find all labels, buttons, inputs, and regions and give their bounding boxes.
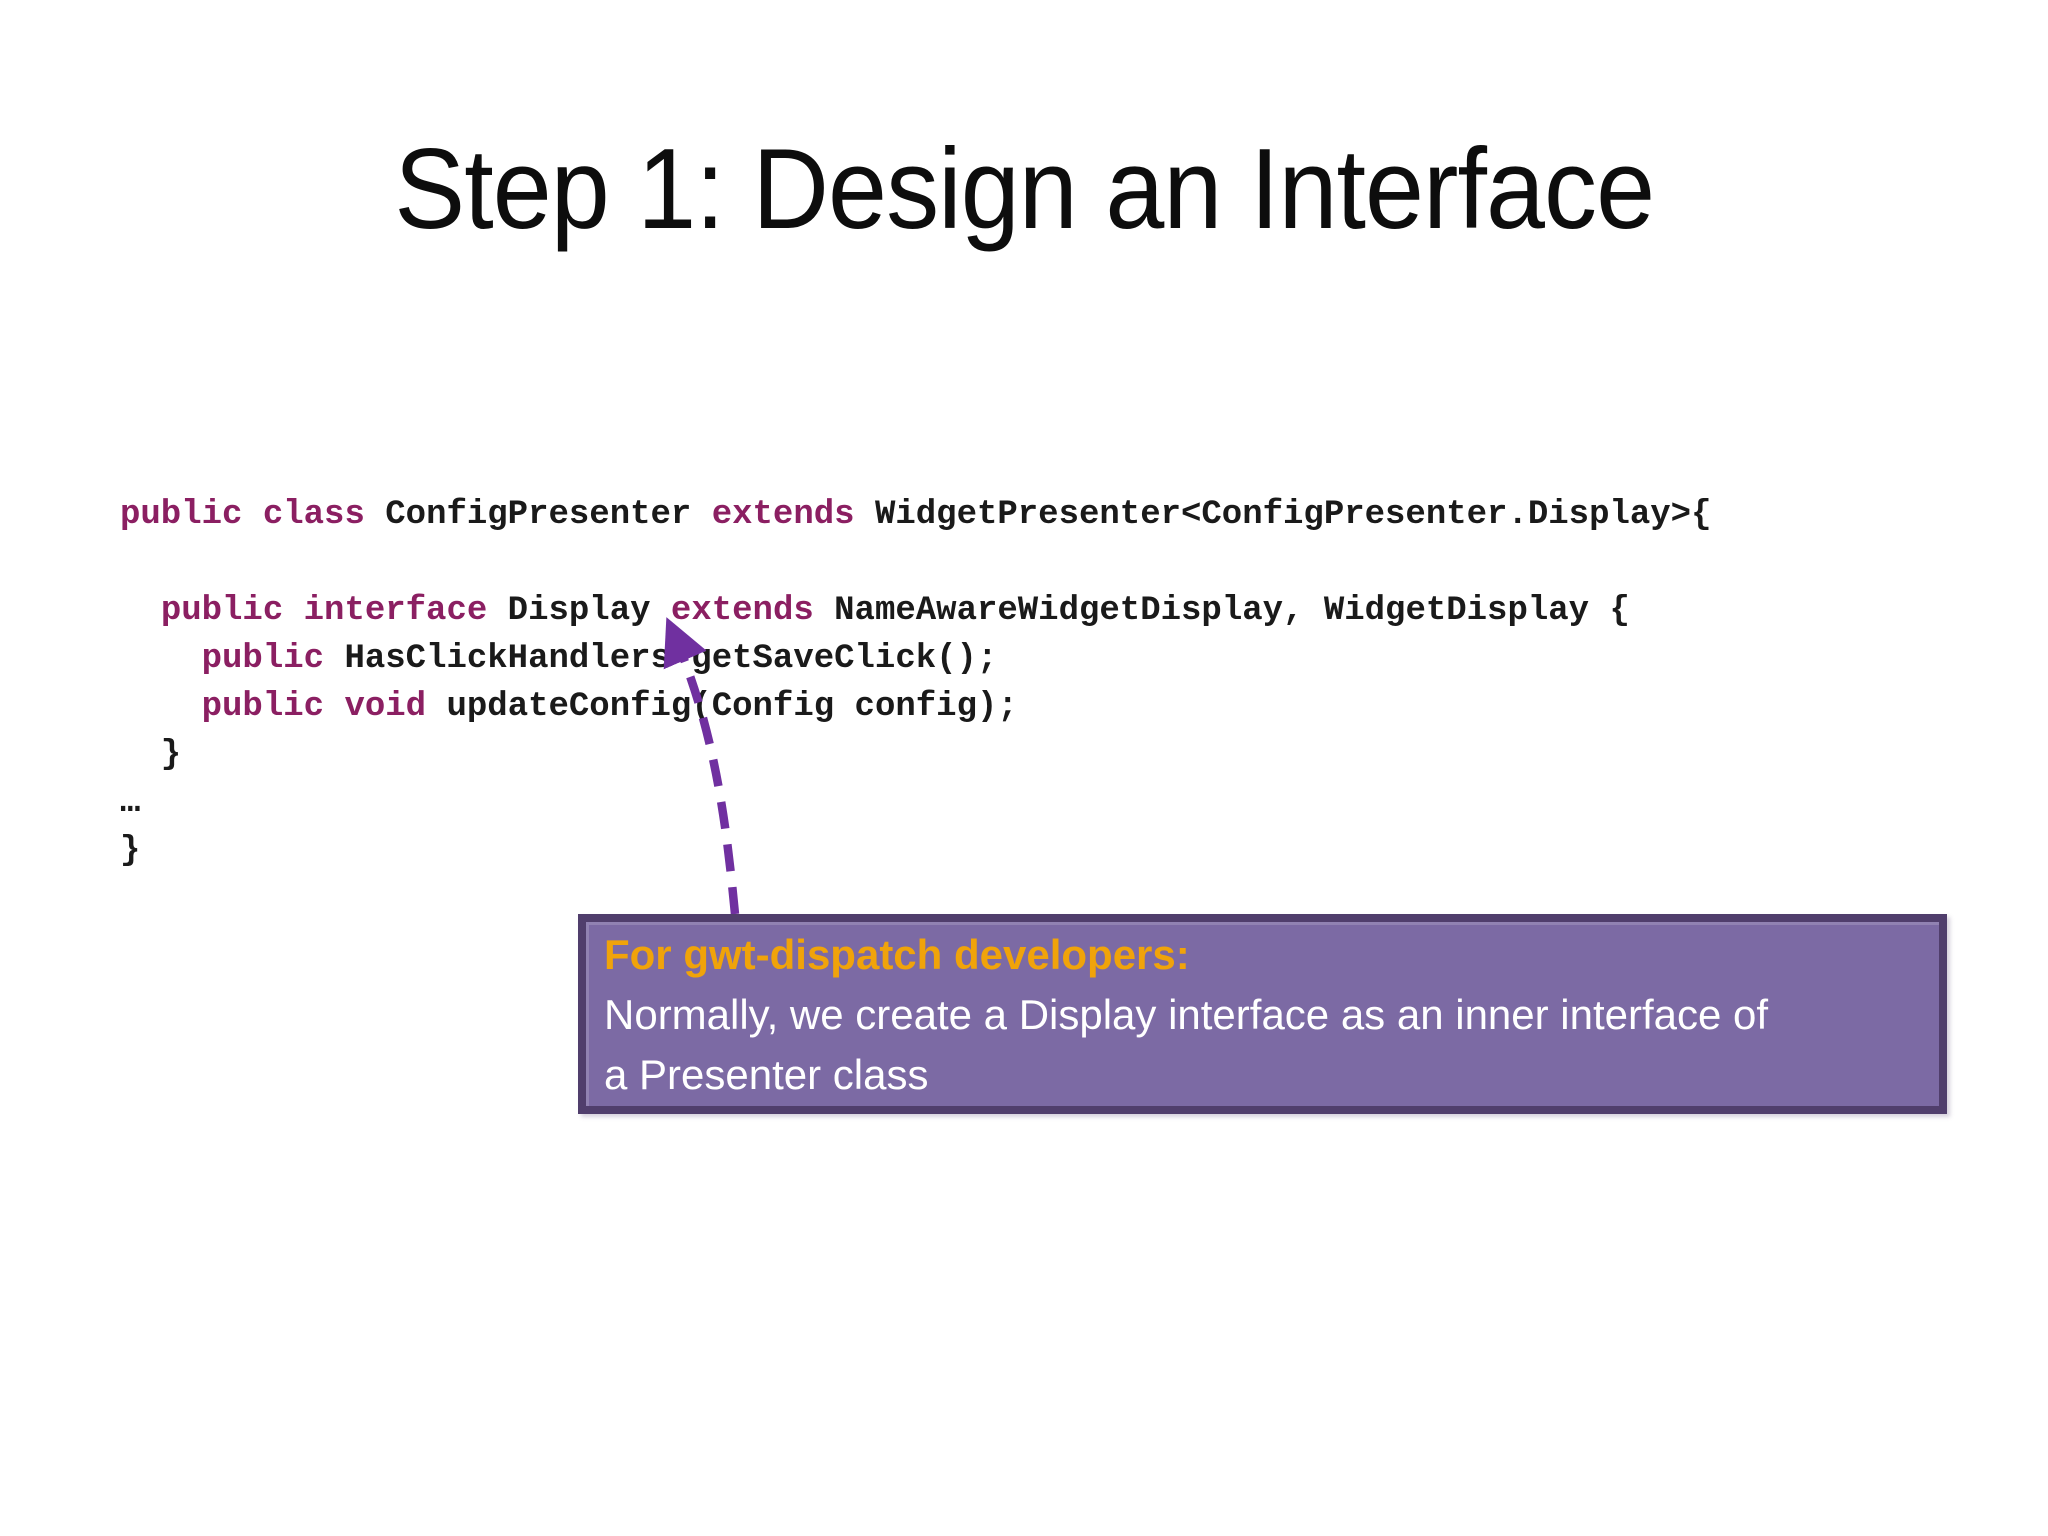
code-line: } [120, 731, 1712, 779]
callout-heading: For gwt-dispatch developers: [604, 931, 1190, 978]
code-text [120, 688, 202, 726]
code-text [324, 688, 344, 726]
code-line [120, 539, 1712, 587]
code-keyword: public [160, 592, 284, 630]
code-keyword: class [262, 496, 365, 534]
code-text [242, 496, 262, 534]
code-text: updateConfig(Config config); [426, 688, 1018, 726]
code-text [283, 592, 303, 630]
code-text: NameAwareWidgetDisplay, WidgetDisplay { [813, 592, 1630, 630]
code-keyword: extends [711, 496, 855, 534]
code-block: public class ConfigPresenter extends Wid… [120, 491, 1712, 875]
code-line: … [120, 779, 1712, 827]
code-text: } [120, 736, 182, 774]
callout-body: Normally, we create a Display interface … [604, 985, 1919, 1105]
code-line: public void updateConfig(Config config); [120, 683, 1712, 731]
code-text [120, 640, 202, 678]
code-text: } [120, 832, 141, 870]
code-keyword: void [344, 688, 427, 726]
code-line: public class ConfigPresenter extends Wid… [120, 491, 1712, 539]
code-text: HasClickHandlers getSaveClick(); [324, 640, 998, 678]
callout-box: For gwt-dispatch developers: Normally, w… [578, 914, 1947, 1114]
code-keyword: extends [670, 592, 814, 630]
code-text [120, 592, 161, 630]
code-text: Display [487, 592, 671, 630]
code-keyword: public [120, 496, 243, 534]
callout-body-line: a Presenter class [604, 1051, 929, 1098]
code-text: … [120, 784, 141, 822]
code-line: public interface Display extends NameAwa… [120, 587, 1712, 635]
code-line: public HasClickHandlers getSaveClick(); [120, 635, 1712, 683]
code-keyword: public [201, 688, 325, 726]
code-line: } [120, 827, 1712, 875]
code-keyword: public [201, 640, 325, 678]
page-title: Step 1: Design an Interface [0, 124, 2048, 255]
callout-body-line: Normally, we create a Display interface … [604, 991, 1769, 1038]
code-text: ConfigPresenter [364, 496, 712, 534]
code-text: WidgetPresenter<ConfigPresenter.Display>… [854, 496, 1712, 534]
code-keyword: interface [303, 592, 488, 630]
page-title-text: Step 1: Design an Interface [394, 126, 1655, 253]
